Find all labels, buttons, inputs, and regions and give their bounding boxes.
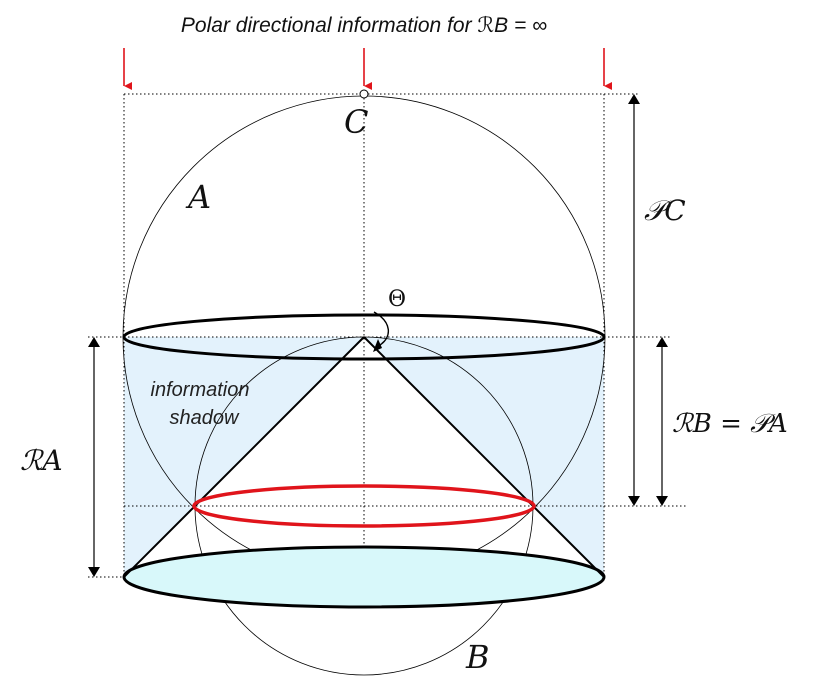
cone-line-right [363,336,605,578]
red-arrows [123,48,612,90]
shadow-label-line2: shadow [170,407,240,429]
label-ra: ℛA [20,444,63,477]
point-c-marker [359,89,369,99]
base-ellipse [122,545,606,609]
label-rb-pa: ℛB = 𝒫A [672,409,788,439]
dimension-ra [88,337,100,577]
red-ellipse [192,484,536,528]
theta-arrow [373,311,389,352]
label-theta: Θ [388,287,406,312]
dimension-rb [656,337,668,506]
diagram-title: Polar directional information for ℛB = ∞ [181,14,547,37]
dimension-pc [628,94,640,506]
cone-line-left [123,336,365,578]
top-ellipse [122,313,606,361]
shadow-label-line1: information [151,379,250,401]
label-c: C [344,103,368,141]
label-pc: 𝒫C [644,194,686,227]
label-b: B [465,638,490,676]
label-a: A [185,178,211,216]
